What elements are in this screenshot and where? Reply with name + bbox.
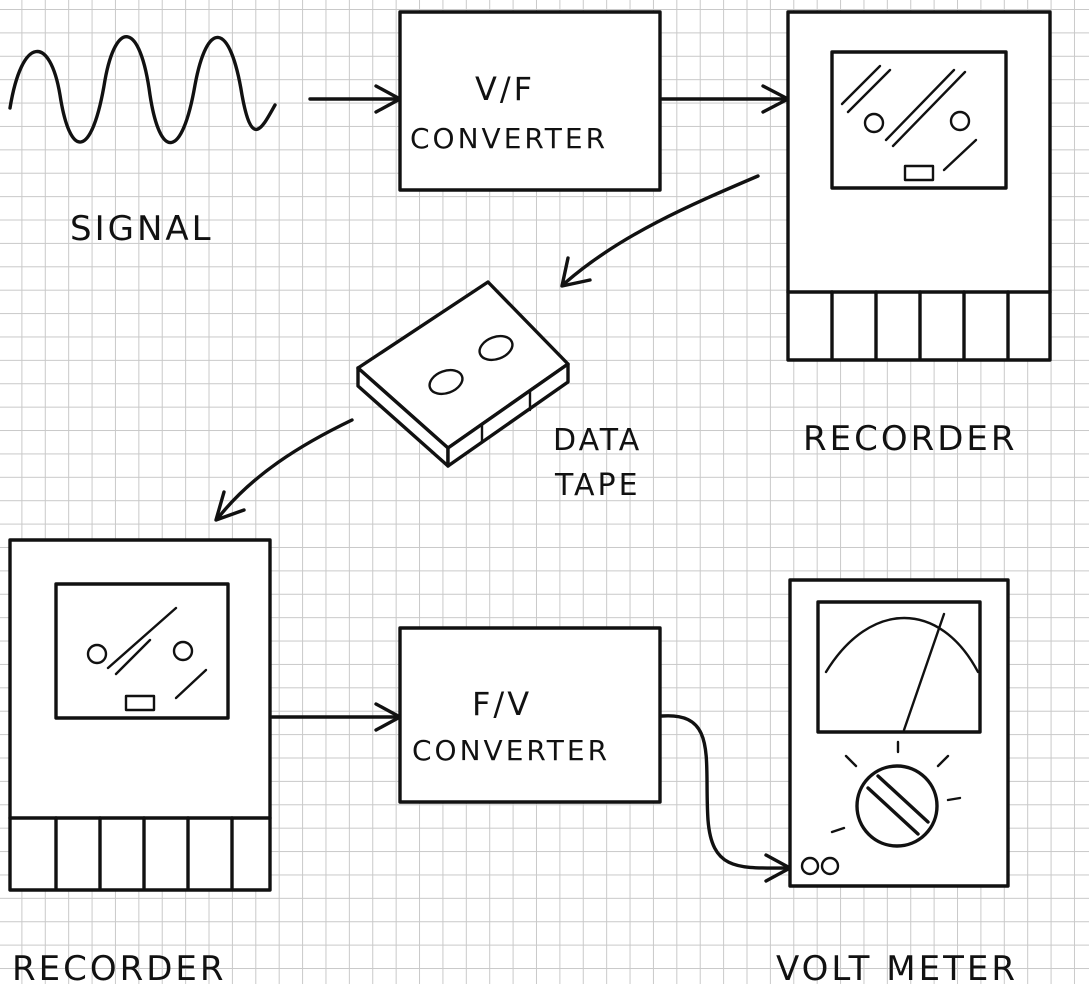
- data-tape-label-line2: TAPE: [554, 468, 641, 503]
- data-tape-label-line1: DATA: [553, 423, 642, 458]
- fv-converter: F/V CONVERTER: [398, 626, 662, 804]
- fv-converter-title: F/V: [472, 685, 532, 723]
- fv-converter-subtitle: CONVERTER: [412, 734, 610, 767]
- vf-converter: V/F CONVERTER: [398, 10, 662, 192]
- arrow-signal-to-vf: [308, 84, 402, 114]
- arrow-recorder-to-fv: [270, 702, 402, 732]
- analog-voltmeter-icon: [788, 578, 1010, 888]
- arrow-recorder-to-tape: [560, 174, 760, 288]
- recorder-bottom-label: RECORDER: [12, 949, 227, 984]
- sine-wave-icon: [8, 35, 277, 145]
- tape-recorder-icon: [786, 10, 1052, 362]
- arrow-tape-to-recorder: [214, 418, 354, 522]
- volt-meter-label: VOLT METER: [776, 949, 1018, 984]
- arrow-vf-to-recorder: [660, 84, 790, 114]
- signal-label: SIGNAL: [70, 209, 214, 249]
- data-tape-cassette-icon: [356, 280, 570, 468]
- recorder-top-label: RECORDER: [803, 419, 1018, 459]
- vf-converter-title: V/F: [475, 70, 535, 108]
- vf-converter-subtitle: CONVERTER: [410, 122, 608, 155]
- wire-fv-to-meter: [660, 714, 792, 883]
- tape-recorder-icon: [8, 538, 272, 892]
